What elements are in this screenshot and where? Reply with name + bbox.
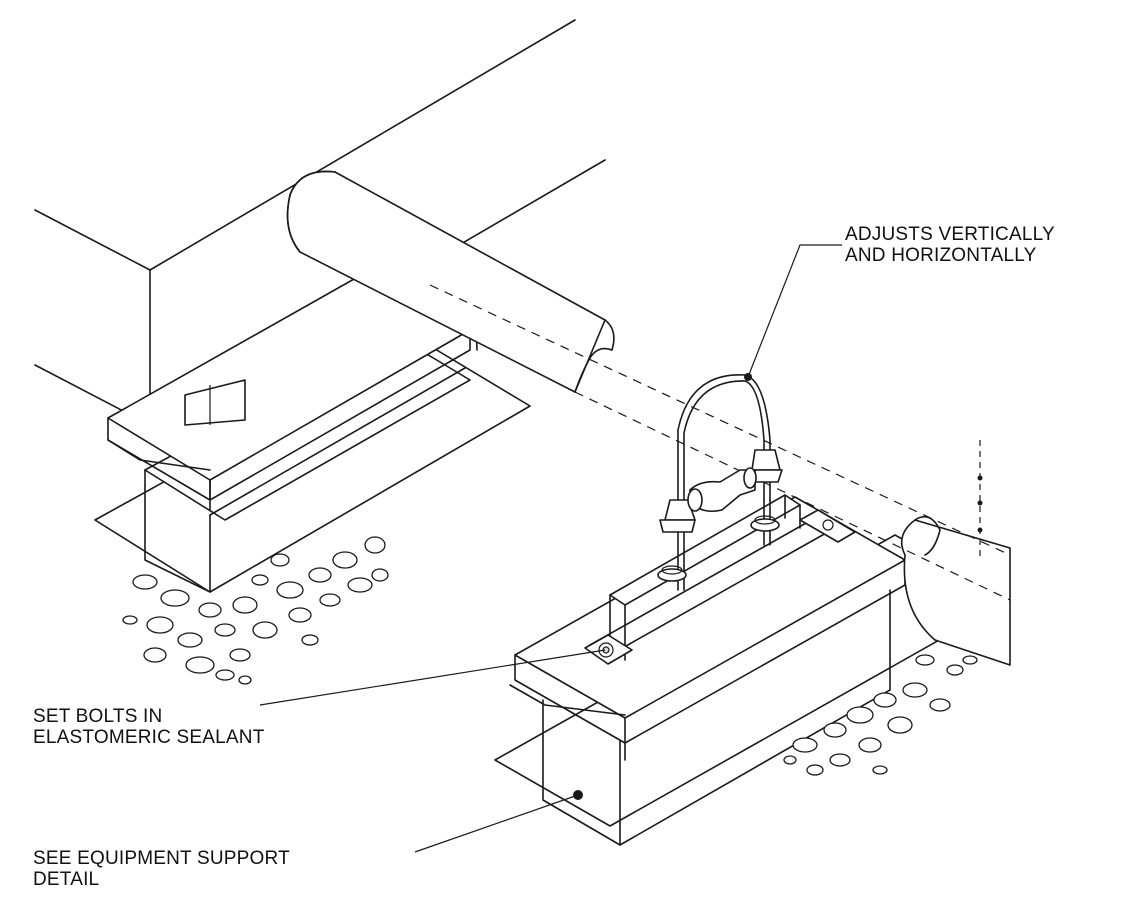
callout-set-bolts-line-2: ELASTOMERIC SEALANT [33,727,265,748]
callout-see-support-line-2: DETAIL [33,869,100,890]
gravel-right [783,654,978,776]
callout-see-support: SEE EQUIPMENT SUPPORT DETAIL [33,848,290,890]
callout-set-bolts-line-1: SET BOLTS IN [33,706,163,727]
dimension-mark [977,440,983,560]
leader-lines [259,244,842,853]
bolt-plates [584,634,633,665]
pipe [286,170,615,393]
callout-set-bolts: SET BOLTS IN ELASTOMERIC SEALANT [33,706,265,748]
callout-see-support-line-1: SEE EQUIPMENT SUPPORT [33,848,290,869]
u-bolt-assembly [657,374,783,591]
callout-adjusts-line-1: ADJUSTS VERTICALLY [845,224,1055,245]
gravel-left [122,536,389,685]
pipe-dashed-path [429,284,1011,601]
callout-adjusts: ADJUSTS VERTICALLY AND HORIZONTALLY [845,224,1055,266]
callout-adjusts-line-2: AND HORIZONTALLY [845,245,1037,266]
pipe-stub [900,515,1011,666]
